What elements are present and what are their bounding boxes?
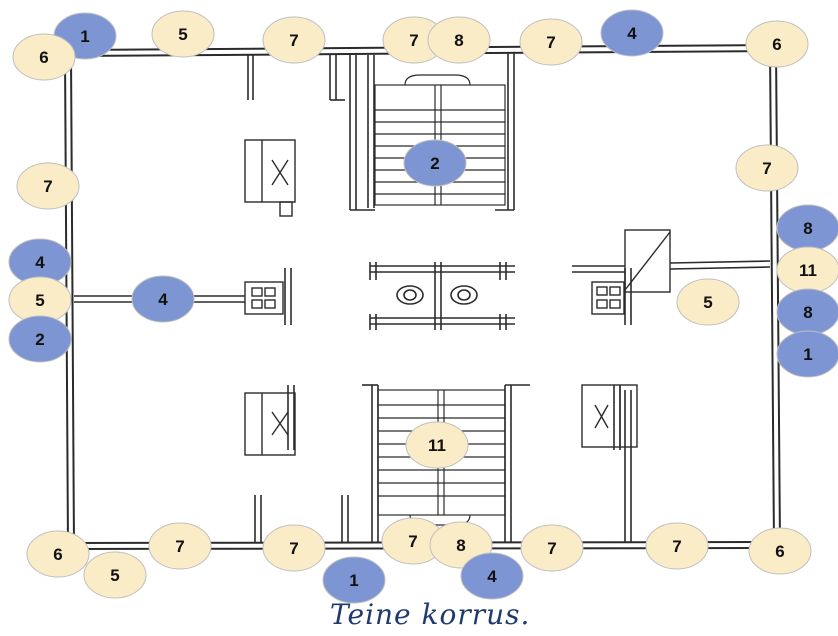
room-marker-7: 7	[520, 524, 584, 572]
room-marker-11: 11	[405, 421, 469, 469]
marker-ellipse	[151, 10, 215, 58]
marker-label: 4	[158, 290, 168, 309]
room-marker-6: 6	[12, 33, 76, 81]
marker-label: 2	[430, 154, 439, 173]
marker-ellipse	[12, 33, 76, 81]
room-markers: 1 6 5 7 7 8 7 4 6 7 7 8 4 5 2 11 8 1 4 5 2 11 6 5 7 7 7 8 1 4 7 7 6	[8, 9, 838, 604]
basin-left	[244, 281, 284, 315]
marker-ellipse	[600, 9, 664, 57]
center-fixtures	[369, 262, 515, 330]
marker-label: 11	[799, 261, 817, 280]
marker-label: 7	[672, 537, 681, 556]
marker-label: 8	[454, 31, 463, 50]
marker-ellipse	[83, 551, 147, 599]
marker-label: 6	[53, 545, 62, 564]
marker-label: 7	[43, 177, 52, 196]
marker-label: 1	[80, 27, 89, 46]
marker-label: 4	[35, 253, 45, 272]
marker-label: 4	[487, 567, 497, 586]
marker-ellipse	[8, 315, 72, 363]
marker-ellipse	[735, 144, 799, 192]
room-marker-7: 7	[735, 144, 799, 192]
marker-ellipse	[776, 330, 838, 378]
marker-ellipse	[16, 162, 80, 210]
marker-label: 8	[456, 536, 465, 555]
stove-bottom-right	[581, 384, 638, 448]
marker-label: 11	[428, 436, 446, 455]
marker-ellipse	[148, 522, 212, 570]
marker-label: 7	[289, 539, 298, 558]
marker-label: 8	[803, 219, 812, 238]
room-marker-2: 2	[403, 139, 467, 187]
walls	[64, 44, 781, 550]
marker-ellipse	[676, 278, 740, 326]
room-marker-7: 7	[262, 524, 326, 572]
stove-right	[624, 229, 671, 293]
marker-ellipse	[26, 530, 90, 578]
marker-ellipse	[519, 18, 583, 66]
marker-label: 2	[35, 330, 44, 349]
room-marker-7: 7	[16, 162, 80, 210]
marker-ellipse	[262, 524, 326, 572]
marker-ellipse	[427, 16, 491, 64]
marker-label: 6	[39, 48, 48, 67]
room-marker-4: 4	[131, 275, 195, 323]
room-marker-2: 2	[8, 315, 72, 363]
marker-label: 7	[547, 539, 556, 558]
room-marker-8: 8	[776, 288, 838, 336]
stove-bottom-left	[244, 392, 296, 456]
marker-label: 1	[349, 571, 358, 590]
room-marker-6: 6	[748, 527, 812, 575]
marker-label: 7	[409, 31, 418, 50]
marker-label: 6	[775, 542, 784, 561]
marker-label: 7	[762, 159, 771, 178]
room-marker-6: 6	[745, 20, 809, 68]
room-marker-5: 5	[151, 10, 215, 58]
room-marker-7: 7	[645, 522, 709, 570]
room-marker-8: 8	[427, 16, 491, 64]
room-marker-7: 7	[262, 16, 326, 64]
room-marker-1: 1	[776, 330, 838, 378]
marker-ellipse	[403, 139, 467, 187]
room-marker-4: 4	[600, 9, 664, 57]
marker-label: 1	[803, 345, 812, 364]
marker-label: 5	[703, 293, 712, 312]
marker-label: 7	[546, 33, 555, 52]
room-marker-5: 5	[83, 551, 147, 599]
marker-label: 4	[627, 24, 637, 43]
marker-ellipse	[460, 552, 524, 600]
marker-ellipse	[131, 275, 195, 323]
room-marker-5: 5	[8, 276, 72, 324]
floor-caption: Teine korrus.	[330, 598, 531, 631]
marker-ellipse	[520, 524, 584, 572]
marker-label: 5	[35, 291, 44, 310]
marker-label: 8	[803, 303, 812, 322]
room-marker-6: 6	[26, 530, 90, 578]
room-marker-1: 1	[322, 556, 386, 604]
room-marker-11: 11	[776, 246, 838, 294]
marker-label: 7	[408, 532, 417, 551]
room-marker-7: 7	[148, 522, 212, 570]
marker-label: 5	[178, 25, 187, 44]
stove-top-left	[244, 139, 296, 217]
outer-wall-right	[769, 47, 781, 546]
marker-label: 5	[110, 566, 119, 585]
marker-ellipse	[405, 421, 469, 469]
marker-label: 6	[772, 35, 781, 54]
basin-right	[591, 281, 625, 315]
room-marker-5: 5	[676, 278, 740, 326]
marker-ellipse	[645, 522, 709, 570]
marker-ellipse	[262, 16, 326, 64]
marker-ellipse	[745, 20, 809, 68]
marker-label: 7	[289, 31, 298, 50]
marker-label: 7	[175, 537, 184, 556]
room-marker-4: 4	[460, 552, 524, 600]
room-marker-8: 8	[776, 204, 838, 252]
marker-ellipse	[322, 556, 386, 604]
room-marker-7: 7	[519, 18, 583, 66]
marker-ellipse	[748, 527, 812, 575]
